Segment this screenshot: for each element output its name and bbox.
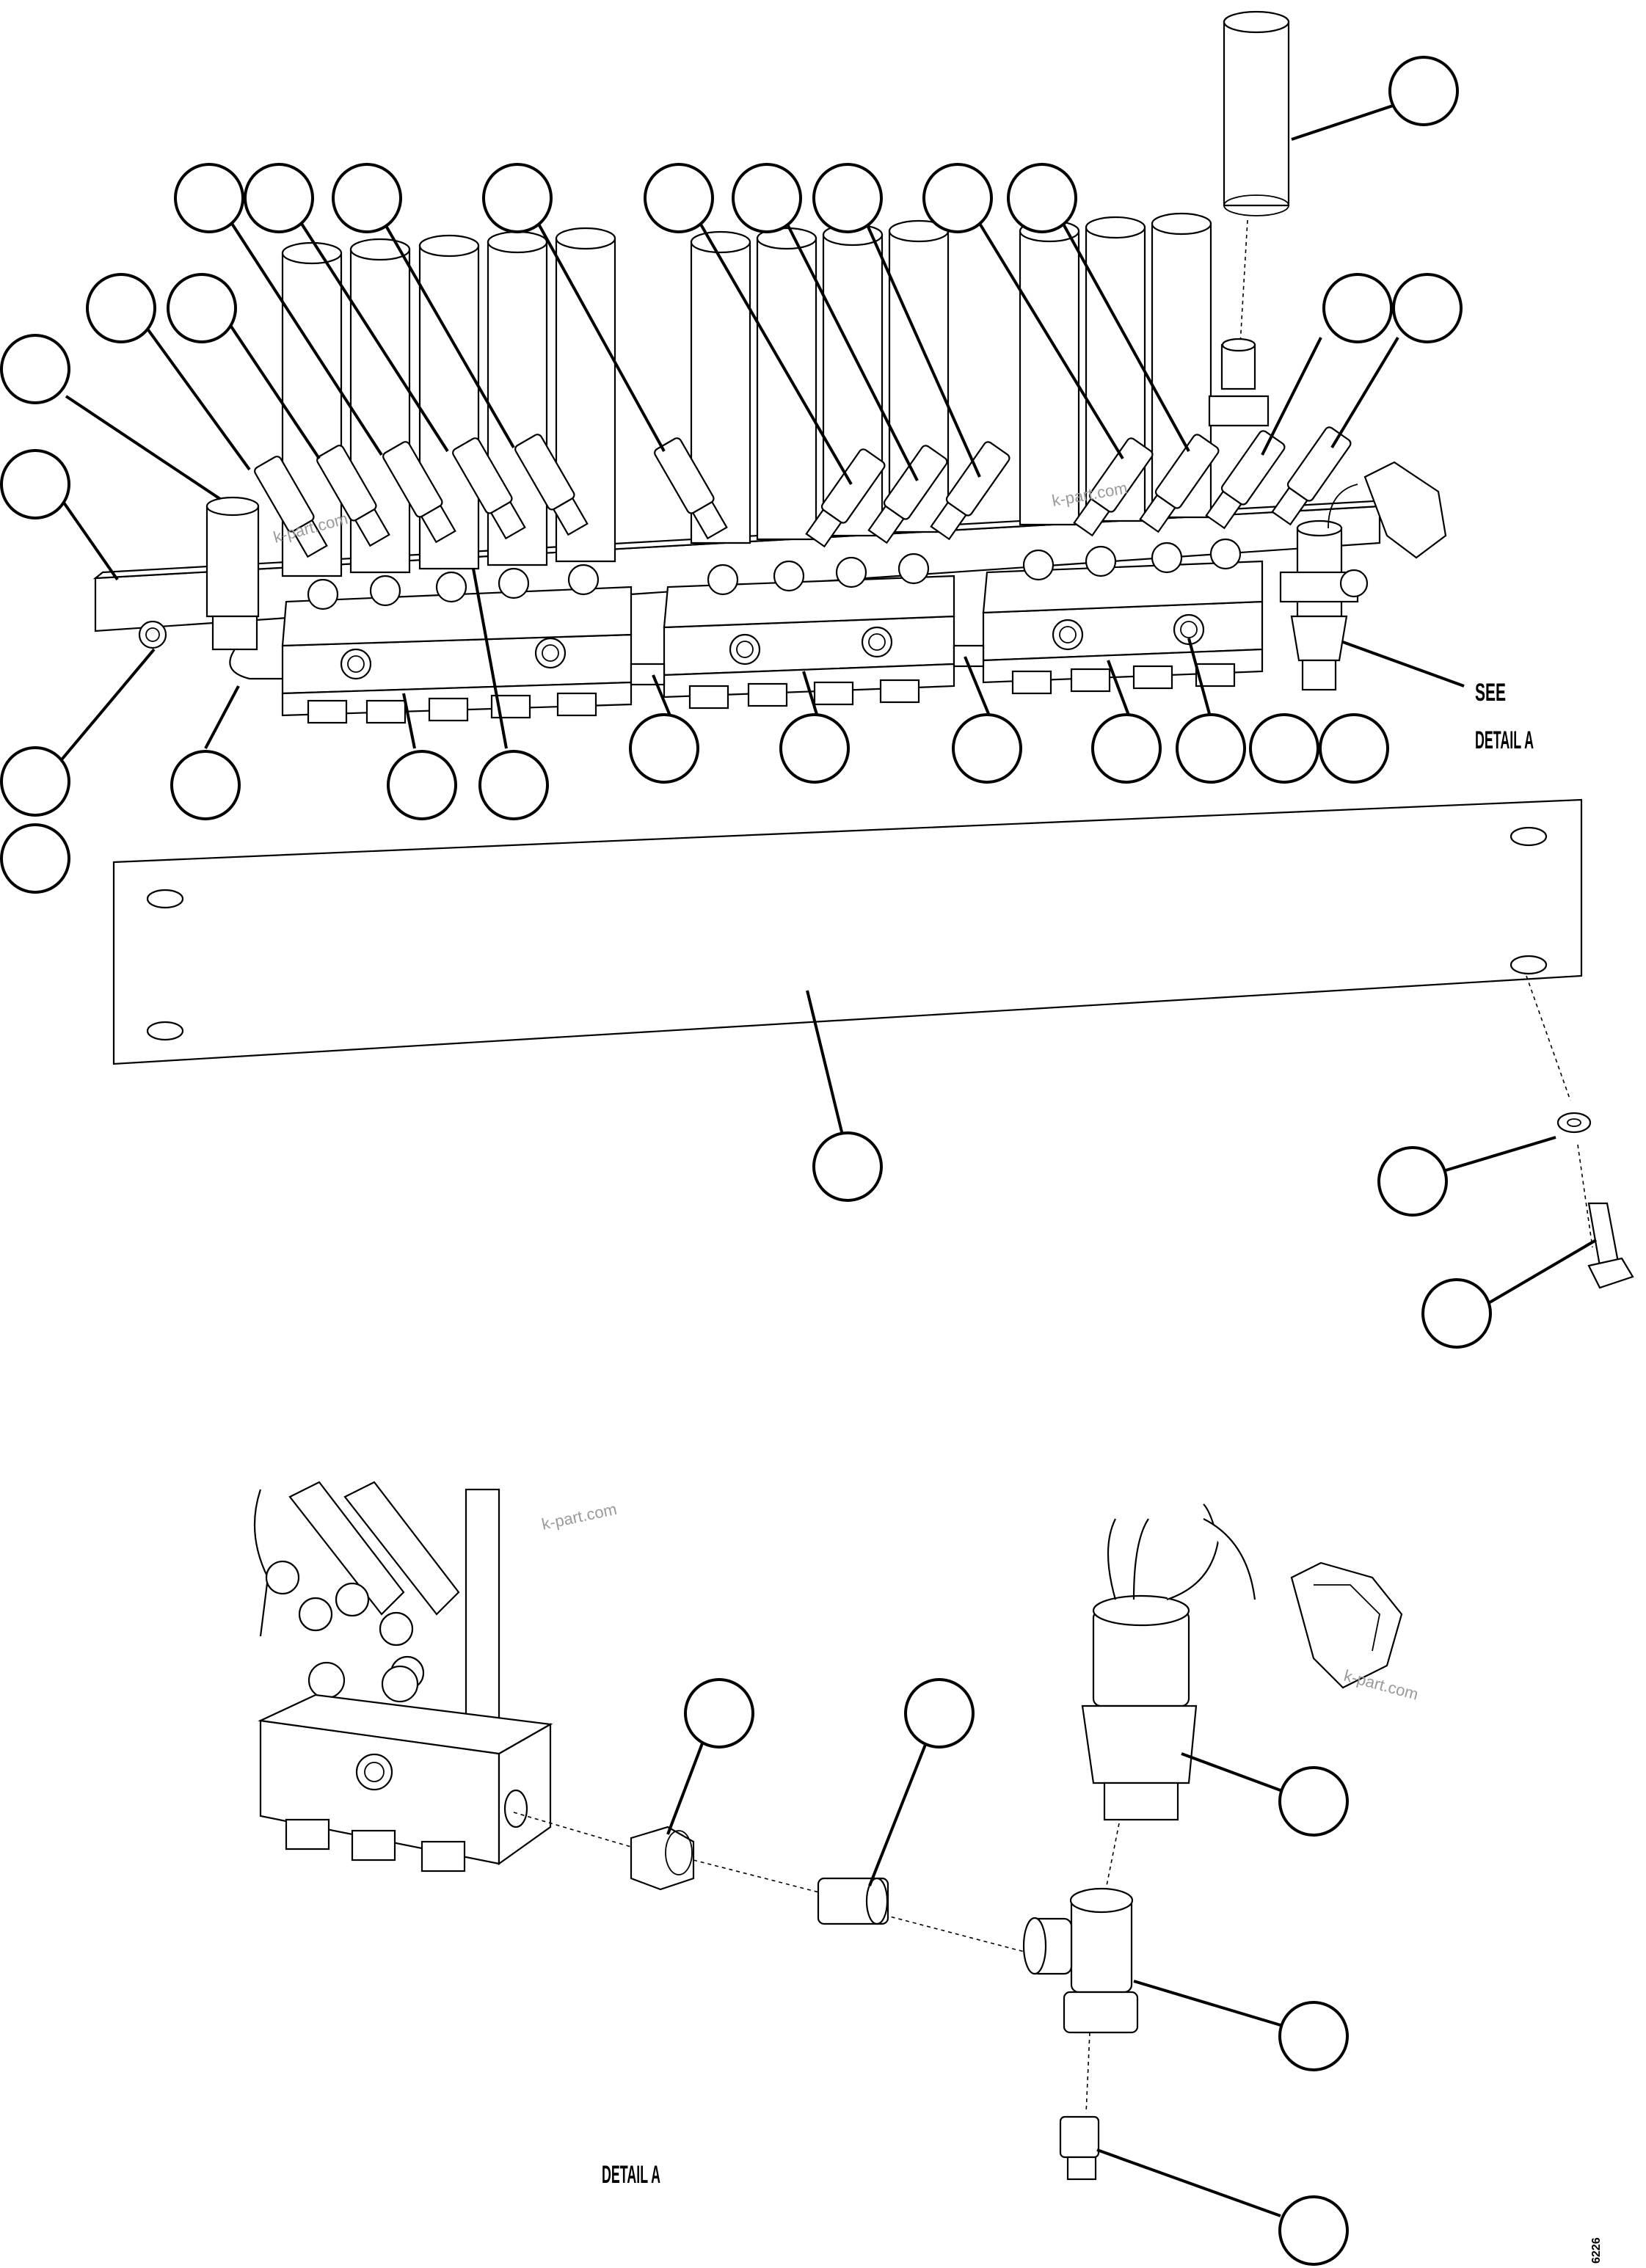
callout-balloon (482, 163, 553, 233)
cover-plate (112, 798, 1583, 1065)
manifold-block-1 (281, 586, 633, 724)
detail-manifold (253, 1481, 553, 1873)
callout-balloon (922, 163, 993, 233)
hex-nuts (307, 538, 1242, 610)
detail-callout-balloons (684, 1678, 1349, 2266)
callout-balloon (1377, 1146, 1448, 1217)
callout-balloon (904, 1678, 975, 1749)
detail-leader-lines (666, 1727, 1281, 2217)
callout-balloon (684, 1678, 754, 1749)
callout-balloon (0, 823, 70, 894)
callout-balloon (1392, 273, 1463, 343)
manifold-block-2 (663, 575, 955, 710)
exploded-cartridge (1208, 10, 1290, 427)
callout-balloon (0, 746, 70, 817)
callout-balloon (1319, 713, 1389, 784)
callout-balloon (629, 713, 699, 784)
callout-balloon (812, 163, 883, 233)
see-label: SEE (1475, 679, 1506, 707)
callout-balloon (1421, 1278, 1492, 1349)
callout-balloon (478, 750, 549, 820)
grease-cartridges (281, 212, 1212, 577)
watermark: k-part.com (1342, 1666, 1421, 1704)
callout-balloon (1278, 2195, 1349, 2266)
detail-title: DETAIL A (602, 2161, 660, 2189)
callout-balloon (779, 713, 850, 784)
detail-parts (513, 1503, 1403, 2181)
plate-fasteners (1526, 975, 1634, 1289)
callout-balloon (732, 163, 802, 233)
watermark: k-part.com (540, 1500, 619, 1534)
inlet-cylinder (138, 496, 283, 680)
callout-balloon (0, 449, 70, 519)
see-detail-label: DETAIL A (1475, 726, 1534, 754)
drawing-number: 6226 (1590, 2237, 1603, 2264)
callout-balloon (1388, 56, 1459, 126)
cartridge-group-right (1019, 212, 1212, 526)
callout-balloon (952, 713, 1022, 784)
callout-balloon (170, 750, 241, 820)
main-callout-balloons (0, 56, 1492, 1349)
manifold-blocks (281, 560, 1264, 724)
callout-balloon (1278, 2001, 1349, 2071)
injector-fittings (254, 426, 1352, 610)
callout-balloon (1278, 1766, 1349, 1837)
callout-balloon (1322, 273, 1393, 343)
detail-a-view: DETAIL A k-part.com k-part.com 6226 (253, 1481, 1603, 2266)
main-assembly-view: SEE DETAIL A k-part.com k-part.com (0, 10, 1634, 1349)
callout-balloon (1091, 713, 1162, 784)
callout-balloon (332, 163, 402, 233)
callout-balloon (174, 163, 244, 233)
callout-balloon (86, 273, 156, 343)
manifold-block-3 (982, 560, 1264, 695)
callout-balloon (1249, 713, 1319, 784)
main-leader-lines (57, 101, 1598, 1304)
pressure-switch-main (1279, 461, 1447, 691)
callout-balloon (244, 163, 314, 233)
callout-balloon (1176, 713, 1246, 784)
callout-balloon (387, 750, 457, 820)
callout-balloon (812, 1131, 883, 1202)
callout-balloon (0, 334, 70, 404)
callout-balloon (167, 273, 237, 343)
callout-balloon (1007, 163, 1077, 233)
callout-balloon (644, 163, 714, 233)
